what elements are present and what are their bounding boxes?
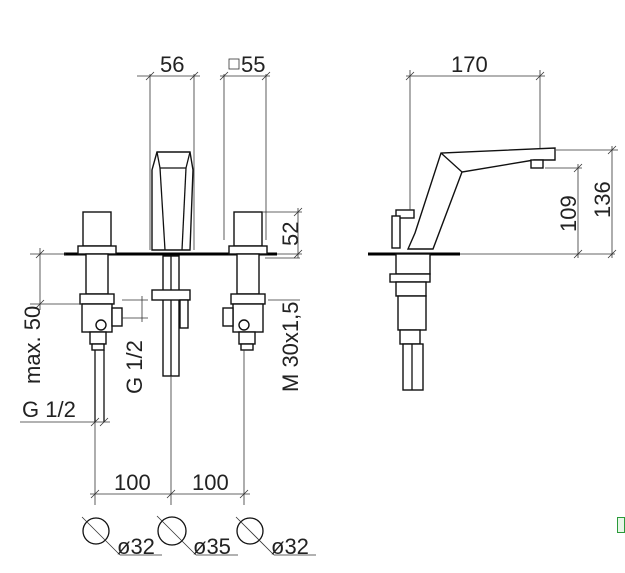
dim-55: 55 <box>241 52 265 77</box>
dim-spacing-left: 100 <box>114 470 151 495</box>
lever-side <box>395 209 415 219</box>
front-view: 56 55 <box>20 52 303 505</box>
handle-right <box>222 211 268 351</box>
dim-52: 52 <box>278 222 303 246</box>
hole-right <box>236 517 264 545</box>
dim-136: 136 <box>590 181 615 218</box>
corner-marker <box>617 517 625 533</box>
handle-left <box>77 211 123 422</box>
hole-left <box>82 517 110 545</box>
dim-spacing-right: 100 <box>192 470 229 495</box>
dim-56: 56 <box>160 52 184 77</box>
dim-109: 109 <box>556 195 581 232</box>
spout-front <box>151 151 194 377</box>
side-view: 170 109 136 <box>368 52 618 391</box>
square-symbol-icon <box>228 58 240 70</box>
hole-right-label: ø32 <box>271 534 309 559</box>
hole-center <box>157 516 187 546</box>
dim-max50: max. 50 <box>20 306 45 384</box>
hole-left-label: ø32 <box>117 534 155 559</box>
dim-g12-horizontal: G 1/2 <box>22 397 76 422</box>
hole-center-label: ø35 <box>193 534 231 559</box>
dim-m30: M 30x1,5 <box>278 302 303 393</box>
mounting-holes: ø32 ø35 ø32 <box>81 515 316 559</box>
dim-g12-vertical: G 1/2 <box>122 340 147 394</box>
dim-170: 170 <box>451 52 488 77</box>
